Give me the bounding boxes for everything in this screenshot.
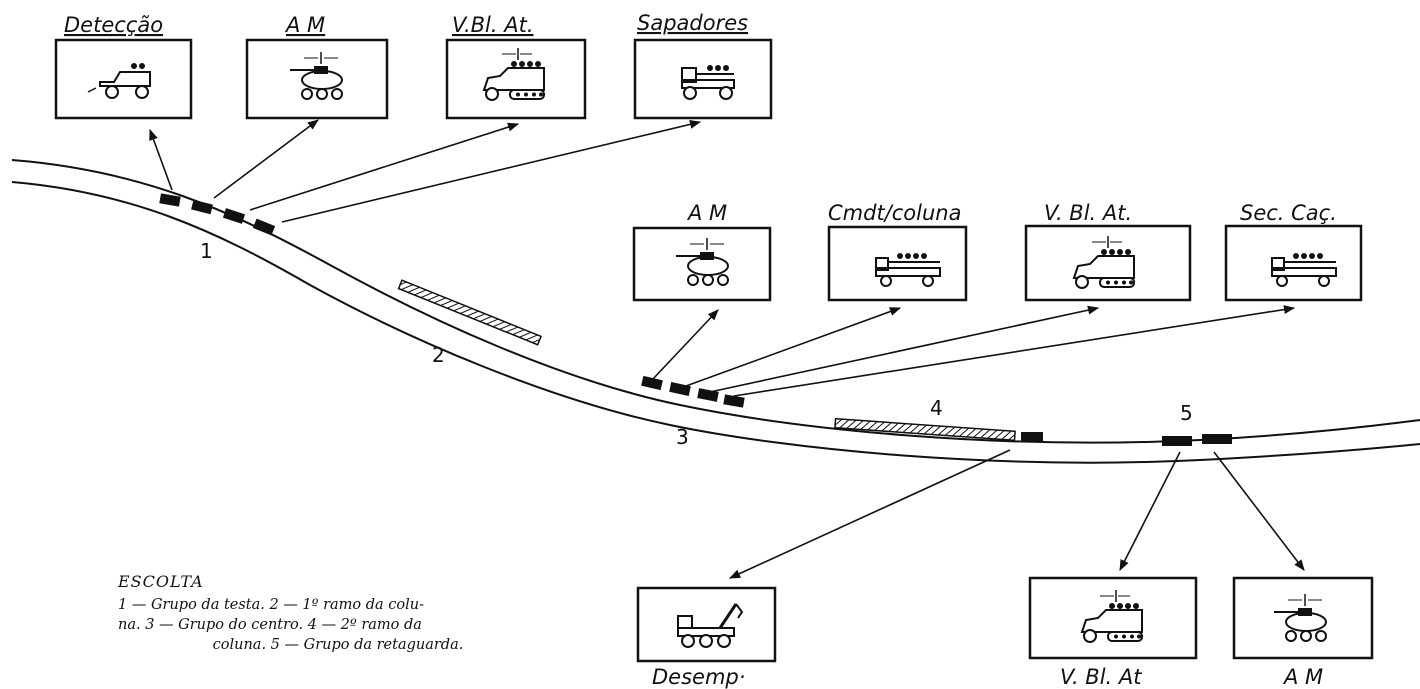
box-deteccao: Detecção — [54, 13, 193, 120]
box-am-top: A M — [245, 13, 389, 120]
box-desemp-label: Desemp· — [652, 665, 745, 689]
column-branch-2 — [834, 417, 1016, 442]
group-3-vehicles — [641, 375, 745, 408]
branch-2-vehicle — [1021, 432, 1043, 442]
number-5: 5 — [1180, 401, 1193, 425]
box-am-bot-label: A M — [1282, 665, 1323, 689]
arrows — [149, 119, 1305, 579]
box-sapadores-label: Sapadores — [637, 11, 748, 35]
box-vblat-top-label: V.Bl. At. — [452, 13, 534, 37]
box-sec-cac: Sec. Caç. — [1224, 201, 1363, 302]
box-vblat-bot-label: V. Bl. At — [1060, 665, 1142, 689]
caption-line-b: na. 3 — Grupo do centro. 4 — 2º ramo da — [118, 617, 422, 633]
number-3: 3 — [676, 425, 689, 449]
box-am-top-label: A M — [284, 13, 325, 37]
box-vblat-mid: V. Bl. At. — [1024, 201, 1192, 302]
caption-line-a: 1 — Grupo da testa. 2 — 1º ramo da colu- — [118, 597, 425, 613]
box-sec-cac-label: Sec. Caç. — [1240, 201, 1337, 225]
box-cmdt-coluna-label: Cmdt/coluna — [828, 201, 961, 225]
box-vblat-mid-label: V. Bl. At. — [1044, 201, 1132, 225]
column-branch-1 — [397, 279, 543, 346]
caption-line-c: coluna. 5 — Grupo da retaguarda. — [212, 637, 464, 653]
group-1-vehicles — [159, 193, 276, 236]
box-cmdt-coluna: Cmdt/coluna — [827, 201, 968, 302]
box-am-mid: A M — [632, 201, 772, 302]
number-2: 2 — [432, 343, 445, 367]
box-vblat-top: V.Bl. At. — [445, 13, 587, 120]
box-vblat-bot: V. Bl. At — [1028, 576, 1198, 689]
box-am-mid-label: A M — [686, 201, 727, 225]
box-desemp: Desemp· — [636, 586, 777, 689]
caption: ESCOLTA 1 — Grupo da testa. 2 — 1º ramo … — [118, 572, 558, 655]
caption-body: 1 — Grupo da testa. 2 — 1º ramo da colu-… — [118, 595, 558, 655]
number-4: 4 — [930, 396, 943, 420]
group-5-vehicles — [1162, 434, 1232, 446]
number-1: 1 — [200, 239, 213, 263]
caption-title: ESCOLTA — [118, 572, 204, 591]
box-am-bot: A M — [1232, 576, 1374, 689]
box-deteccao-label: Detecção — [64, 13, 163, 37]
box-sapadores: Sapadores — [633, 11, 773, 120]
